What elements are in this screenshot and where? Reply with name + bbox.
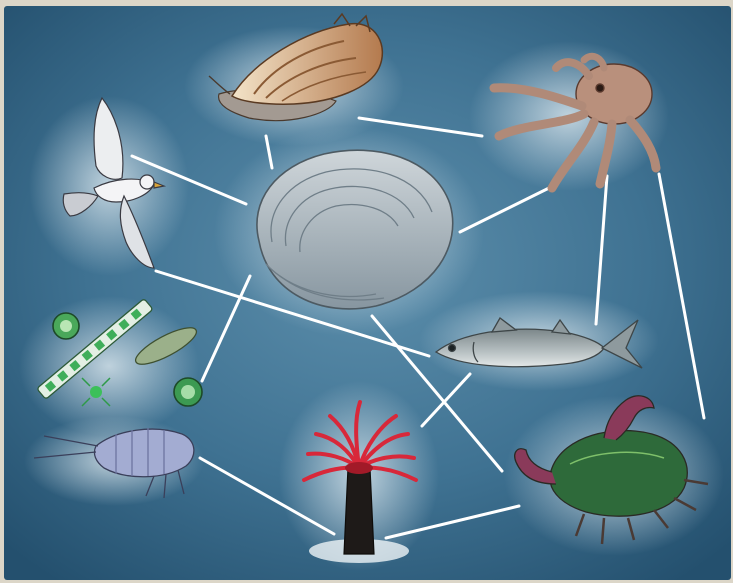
food-web-diagram — [4, 6, 731, 580]
